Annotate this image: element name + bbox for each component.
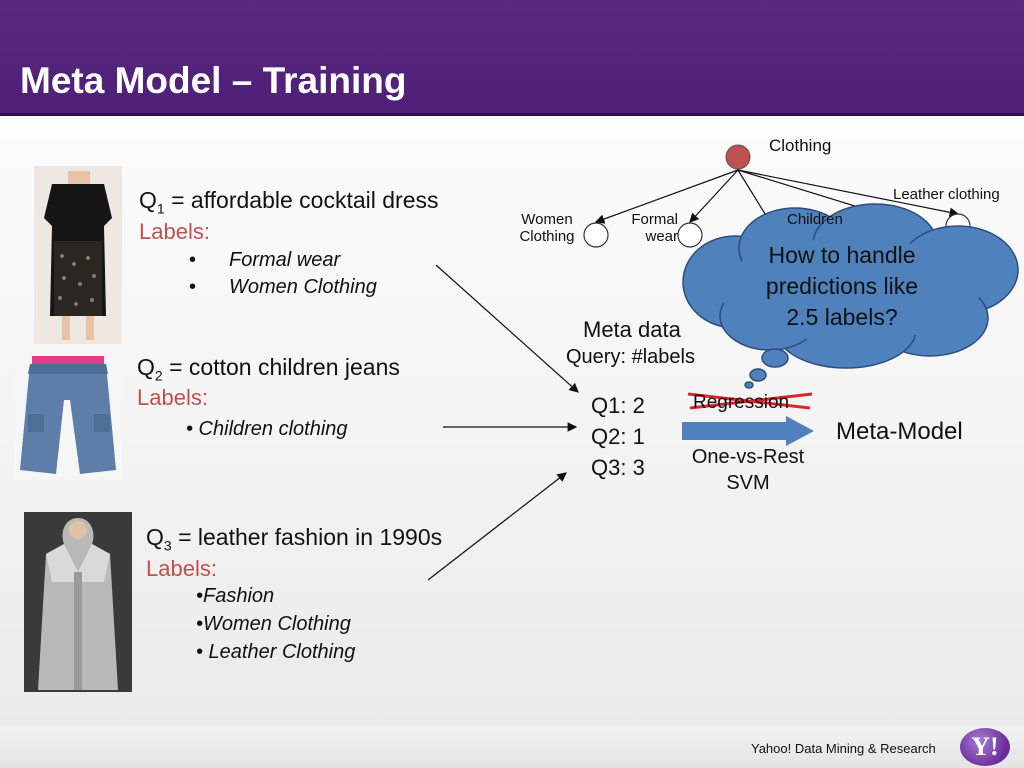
women-clothing-node bbox=[583, 222, 609, 248]
meta-data-heading: Meta data bbox=[583, 317, 681, 342]
cloud-question: How to handle predictions like 2.5 label… bbox=[765, 242, 919, 330]
leather-coat-photo bbox=[24, 512, 132, 692]
meta-data-rows: Q1: 2 Q2: 1 Q3: 3 bbox=[591, 390, 645, 483]
q2-title: Q2 = cotton children jeans bbox=[137, 354, 400, 384]
q3-label-leather-clothing: • Leather Clothing bbox=[196, 641, 356, 663]
tree-root-label: Clothing bbox=[769, 136, 832, 155]
method-label: One-vs-Rest SVM bbox=[691, 446, 805, 494]
meta-row: Q3: 3 bbox=[591, 455, 645, 480]
q1-arrow bbox=[435, 264, 579, 393]
q3-title: Q3 = leather fashion in 1990s bbox=[146, 524, 443, 554]
regression-strike-2 bbox=[687, 392, 811, 410]
footer-bar bbox=[0, 726, 1024, 768]
tree-edge bbox=[689, 169, 739, 223]
meta-model-label: Meta-Model bbox=[836, 418, 963, 445]
tree-label-children: Children bbox=[787, 211, 843, 228]
tree-edge bbox=[737, 169, 771, 224]
q2-labels-heading: Labels: bbox=[137, 385, 208, 410]
q3-arrow bbox=[427, 472, 567, 581]
training-arrow-head bbox=[786, 416, 814, 446]
q1-labels-heading: Labels: bbox=[139, 219, 210, 244]
q1-bullet: • bbox=[189, 276, 197, 298]
title-bar bbox=[0, 0, 1024, 116]
yahoo-logo: Y! bbox=[960, 728, 1010, 766]
q1-label-women-clothing: Women Clothing bbox=[229, 276, 377, 298]
training-arrow-body bbox=[682, 422, 788, 440]
q3-label-women-clothing: •Women Clothing bbox=[196, 613, 351, 635]
q1-bullet: • bbox=[189, 249, 197, 271]
footer-text: Yahoo! Data Mining & Research bbox=[751, 741, 936, 756]
regression-label: Regression bbox=[693, 392, 790, 413]
tree-edge bbox=[737, 169, 960, 218]
formal-wear-node bbox=[677, 222, 703, 248]
jeans-photo bbox=[14, 352, 122, 480]
q1-label-formal-wear: Formal wear bbox=[229, 249, 341, 271]
thought-cloud bbox=[682, 203, 1019, 389]
dress-photo bbox=[34, 166, 122, 344]
q3-labels-heading: Labels: bbox=[146, 556, 217, 581]
slide-title: Meta Model – Training bbox=[20, 60, 407, 101]
root-node bbox=[725, 144, 751, 170]
tree-label-leather-clothing: Leather clothing bbox=[893, 186, 1000, 203]
q1-title: Q1 = affordable cocktail dress bbox=[139, 187, 439, 217]
tree-edge bbox=[594, 169, 739, 224]
meta-data-subheading: Query: #labels bbox=[566, 346, 695, 368]
meta-row: Q2: 1 bbox=[591, 424, 645, 449]
q3-label-fashion: •Fashion bbox=[196, 585, 275, 607]
q2-label-children-clothing: • Children clothing bbox=[186, 418, 348, 440]
meta-row: Q1: 2 bbox=[591, 393, 645, 418]
